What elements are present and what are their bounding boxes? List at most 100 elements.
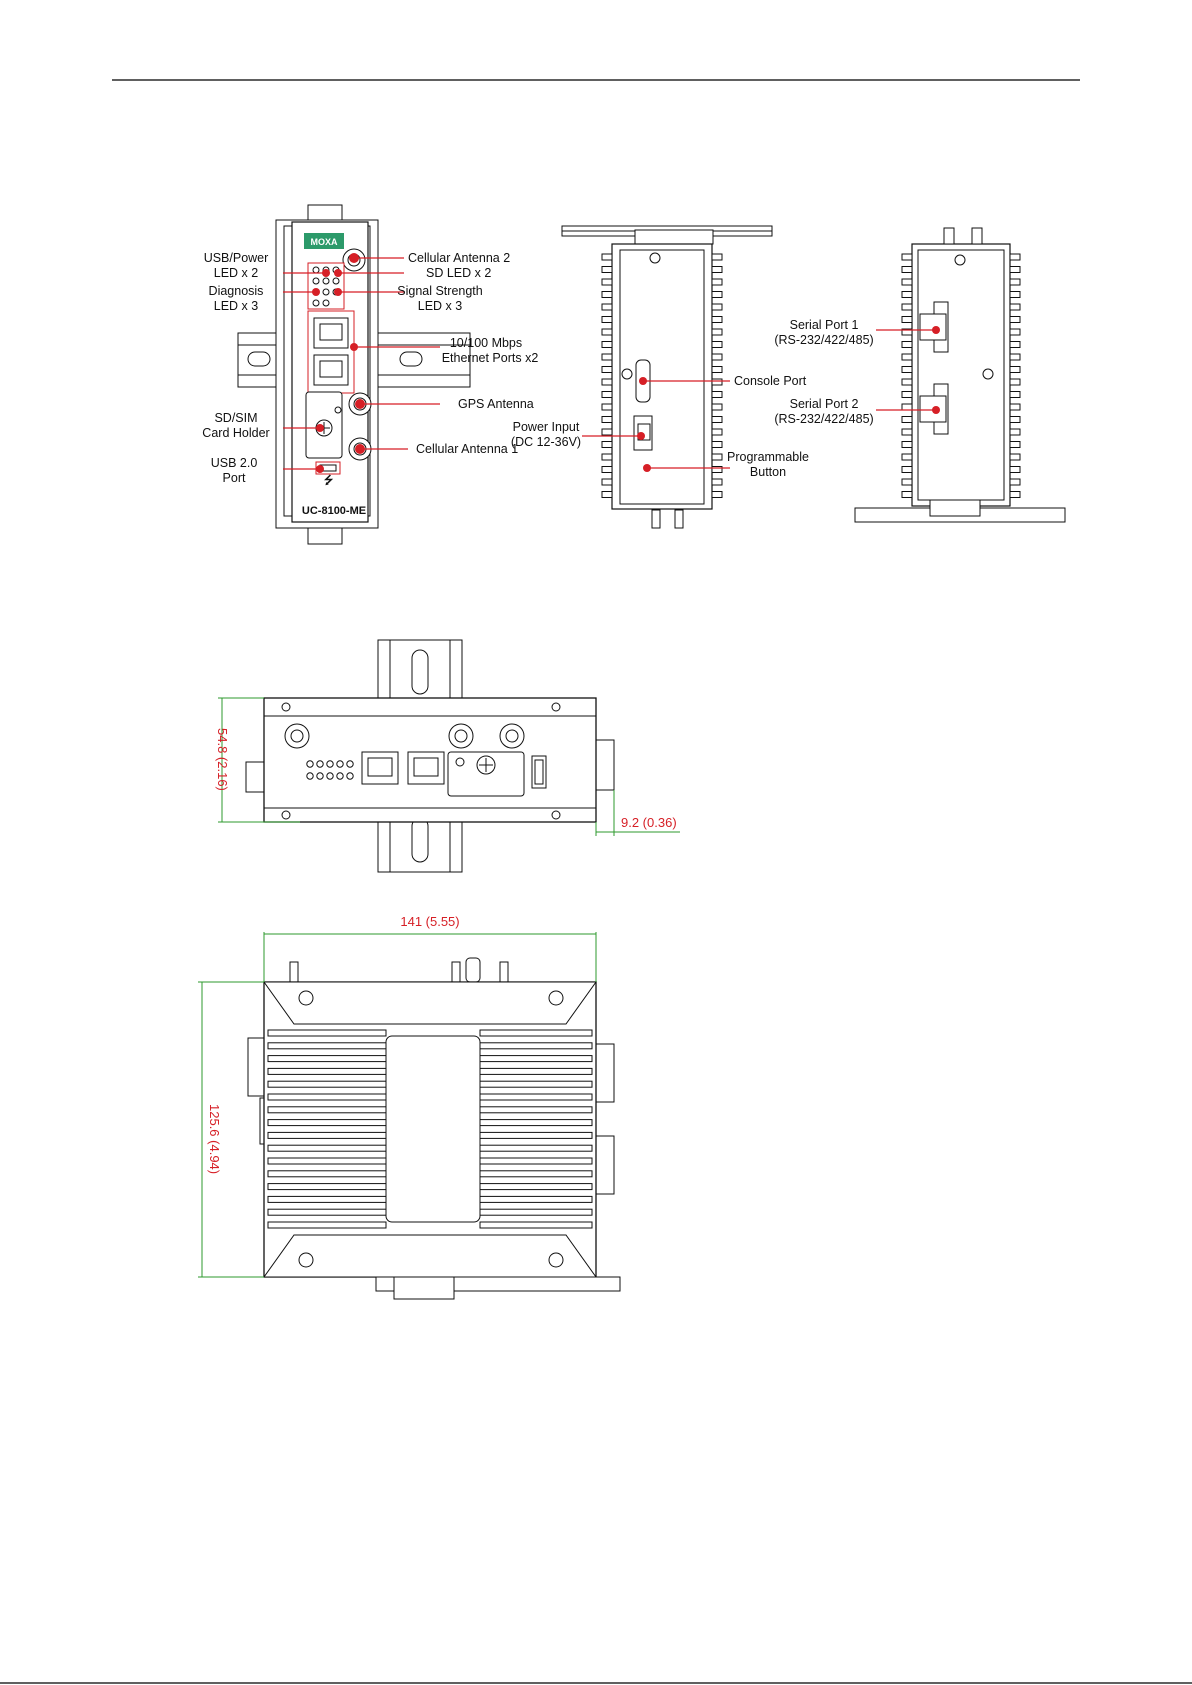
fin	[711, 291, 723, 298]
diagnosis-label-2: LED x 3	[214, 299, 259, 313]
fin	[601, 341, 613, 348]
fin	[711, 428, 723, 436]
fin	[901, 428, 913, 436]
fin	[1009, 291, 1021, 298]
fin	[479, 1157, 593, 1165]
moxa-logo	[304, 233, 344, 249]
console-label: Console Port	[734, 374, 807, 388]
fin	[601, 391, 613, 398]
fin	[479, 1055, 593, 1063]
fin	[711, 366, 723, 373]
fin	[1009, 353, 1021, 361]
fin	[601, 353, 613, 361]
height-dimension: 54.8 (2.16)	[215, 728, 230, 791]
fin	[711, 378, 723, 386]
length-dimension: 125.6 (4.94)	[207, 1104, 222, 1174]
fin	[267, 1170, 387, 1178]
fin	[901, 491, 913, 498]
diagnosis-label-1: Diagnosis	[209, 284, 264, 298]
serial2-label-2: (RS-232/422/485)	[774, 412, 873, 426]
fin	[1009, 266, 1021, 273]
fin	[479, 1042, 593, 1050]
fin	[479, 1221, 593, 1229]
usb-power-label-2: LED x 2	[214, 266, 259, 280]
fin	[1009, 328, 1021, 336]
fin	[711, 453, 723, 461]
fin	[601, 366, 613, 373]
usb20-label-2: Port	[223, 471, 246, 485]
fin	[901, 253, 913, 261]
fin	[601, 253, 613, 261]
fin	[601, 266, 613, 273]
fin	[601, 491, 613, 498]
fin	[601, 291, 613, 298]
fin	[1009, 378, 1021, 386]
fin	[1009, 316, 1021, 323]
power-label-1: Power Input	[513, 420, 580, 434]
fin	[479, 1067, 593, 1075]
fin	[479, 1106, 593, 1114]
cell1-label: Cellular Antenna 1	[416, 442, 518, 456]
led	[346, 772, 354, 780]
fin	[601, 316, 613, 323]
side-view: Console Port Power Input (DC 12-36V) Pro…	[511, 225, 809, 529]
signal-label-1: Signal Strength	[397, 284, 483, 298]
fin	[901, 466, 913, 473]
side-fins-right	[711, 253, 723, 498]
fin	[1009, 453, 1021, 461]
fin	[267, 1119, 387, 1127]
ethernet-label-1: 10/100 Mbps	[450, 336, 522, 350]
fin	[901, 453, 913, 461]
fin	[479, 1144, 593, 1152]
depth-offset-dimension: 9.2 (0.36)	[621, 815, 677, 830]
fin	[711, 341, 723, 348]
fin	[267, 1183, 387, 1191]
fin	[711, 441, 723, 448]
fin	[267, 1055, 387, 1063]
fin	[267, 1093, 387, 1101]
sd-sim-label-1: SD/SIM	[214, 411, 257, 425]
fin	[479, 1080, 593, 1088]
fin	[267, 1029, 387, 1037]
back-view: Serial Port 1 (RS-232/422/485) Serial Po…	[774, 227, 1066, 523]
fin	[601, 428, 613, 436]
fin	[901, 416, 913, 423]
ethernet-label-2: Ethernet Ports x2	[442, 351, 539, 365]
back-fins-right	[1009, 253, 1021, 498]
serial2-label-1: Serial Port 2	[790, 397, 859, 411]
fin	[711, 253, 723, 261]
fin	[711, 353, 723, 361]
led	[336, 760, 344, 768]
fin	[901, 403, 913, 411]
fin	[267, 1208, 387, 1216]
model-label: UC-8100-ME	[302, 505, 366, 517]
gps-label: GPS Antenna	[458, 397, 534, 411]
usb-power-label-1: USB/Power	[204, 251, 269, 265]
fin	[1009, 366, 1021, 373]
fin	[711, 491, 723, 498]
led	[336, 772, 344, 780]
led	[306, 760, 314, 768]
fin	[711, 316, 723, 323]
fin	[901, 441, 913, 448]
led	[316, 760, 324, 768]
button-label-2: Button	[750, 465, 786, 479]
fin	[601, 416, 613, 423]
fin	[1009, 303, 1021, 311]
fin	[901, 391, 913, 398]
fin	[267, 1080, 387, 1088]
fin	[711, 278, 723, 286]
fin	[479, 1093, 593, 1101]
serial1-label-1: Serial Port 1	[790, 318, 859, 332]
fin	[901, 266, 913, 273]
fin	[1009, 428, 1021, 436]
fin	[479, 1208, 593, 1216]
fin	[601, 378, 613, 386]
usb20-label-1: USB 2.0	[211, 456, 258, 470]
fin	[711, 466, 723, 473]
fin	[711, 328, 723, 336]
fin	[267, 1106, 387, 1114]
back-fins-left	[901, 253, 913, 498]
width-dimension: 141 (5.55)	[400, 914, 459, 929]
